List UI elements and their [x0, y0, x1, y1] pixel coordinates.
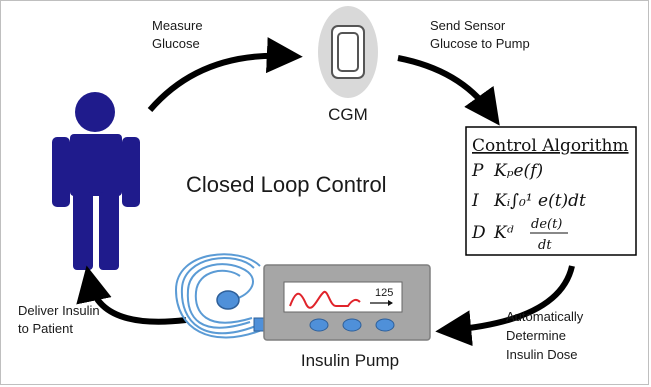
tubing-loop-3 — [194, 269, 253, 324]
tubing-loop-outer — [186, 263, 255, 329]
patient-head — [75, 92, 115, 132]
control-algorithm-box: Control Algorithm P Kₚe(f) I Kᵢ∫₀¹ e(t)d… — [465, 126, 637, 256]
algorithm-title: Control Algorithm — [472, 136, 629, 156]
pump-button-2 — [342, 318, 362, 332]
label-auto-line3: Insulin Dose — [506, 347, 578, 362]
patient-left-arm — [52, 137, 70, 207]
patient-left-leg — [73, 192, 93, 270]
arrow-deliver-insulin — [76, 265, 187, 325]
label-deliver-line2: to Patient — [18, 321, 73, 336]
label-deliver-line1: Deliver Insulin — [18, 303, 100, 318]
cgm-device — [331, 25, 365, 79]
label-send-line1: Send Sensor — [430, 18, 506, 33]
label-closed-loop-control: Closed Loop Control — [186, 172, 387, 197]
algorithm-d-denominator: dt — [538, 238, 552, 253]
pump-button-1 — [309, 318, 329, 332]
algorithm-d-numerator: de(t) — [531, 217, 562, 232]
patient-right-leg — [99, 192, 119, 270]
arrow-measure-glucose — [147, 37, 303, 112]
label-cgm: CGM — [328, 105, 368, 124]
patient-right-arm — [122, 137, 140, 207]
label-measure-line2: Glucose — [152, 36, 200, 51]
label-auto-line1: Automatically — [506, 309, 584, 324]
algorithm-i-letter: I — [471, 191, 479, 211]
tubing-loop-4 — [174, 253, 263, 339]
pump-button-3 — [375, 318, 395, 332]
cgm-device-inner — [337, 32, 359, 72]
tubing-loop-2 — [180, 256, 257, 335]
pump-display-value: 125 — [375, 287, 393, 299]
pump-glucose-wave — [289, 290, 361, 309]
insulin-pump: 125 — [263, 264, 431, 341]
patient-figure — [52, 92, 140, 270]
patient-torso — [70, 134, 122, 196]
arrow-send-glucose — [397, 55, 500, 126]
label-auto-line2: Determine — [506, 328, 566, 343]
label-measure-line1: Measure — [152, 18, 203, 33]
algorithm-border — [465, 126, 637, 256]
algorithm-p-letter: P — [471, 161, 484, 181]
insulin-tubing — [174, 253, 263, 339]
label-insulin-pump: Insulin Pump — [301, 351, 399, 370]
pump-display-arrowhead-icon — [388, 300, 393, 306]
algorithm-i-expression: Kᵢ∫₀¹ e(t)dt — [493, 191, 586, 211]
algorithm-p-expression: Kₚe(f) — [493, 161, 543, 181]
infusion-site-icon — [216, 290, 240, 310]
algorithm-d-letter: D — [471, 223, 486, 243]
cgm-sensor — [318, 6, 378, 98]
algorithm-d-coefficient: Kᵈ — [493, 223, 514, 243]
arrow-determine-dose — [435, 265, 575, 347]
label-send-line2: Glucose to Pump — [430, 36, 530, 51]
